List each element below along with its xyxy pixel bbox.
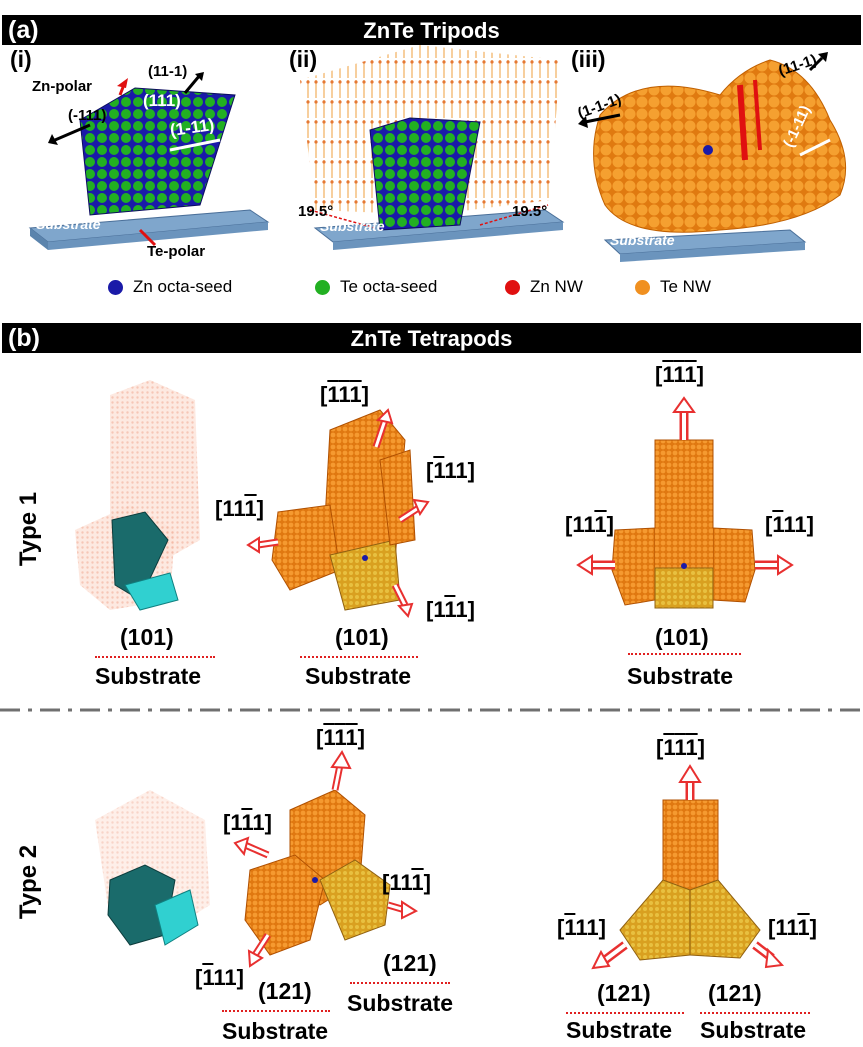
sub-label-ii: (ii) [289,46,318,72]
substrate-label-ii: Substrate [320,218,385,234]
dir-m111-t1f3: [111] [765,512,814,537]
substrate-right-t2f3: Substrate [700,1017,807,1043]
legend-swatch [635,279,650,295]
type2-row-label: Type 2 [15,844,43,920]
legend-label: Zn NW [530,277,583,296]
dir-11m1-t2f3: [111] [768,915,817,940]
substrate-right-t2f2: Substrate [347,990,454,1016]
dir-11m1-t1f2: [111] [215,496,264,521]
panel-a-banner: (a) ZnTe Tripods [2,15,861,45]
type1-tetrapod-transparent [75,380,200,611]
panel-b-title: ZnTe Tetrapods [350,326,513,351]
substrate-line-left-t2f2 [222,1010,330,1012]
substrate-line-t1f2 [300,656,418,658]
substrate-left-t2f3: Substrate [566,1017,673,1043]
substrate-line-right-t2f2 [350,982,450,984]
dir-m111-t2f2: [111] [195,965,244,990]
facet-m111-label: (-111) [68,107,107,124]
legend-swatch [108,279,123,295]
dir-m1m1m1-t2f2: [111] [316,725,365,750]
legend-label: Te NW [660,277,711,296]
substrate-line-t1f1 [95,656,215,658]
substrate-label-iii: Substrate [610,232,675,248]
panel-a-title: ZnTe Tripods [363,18,500,43]
type1-row-label: Type 1 [15,491,43,567]
tripod-nw-body-iii [593,59,847,233]
substrate-t1f3: Substrate [627,663,734,689]
octa-seed-crystal-ii [369,117,481,231]
type2-tetrapod-orange [244,789,391,956]
substrate-line-right-t2f3 [700,1012,810,1014]
panel-a-label: (a) [8,16,39,44]
substrate-label-i: Substrate [36,216,101,232]
legend-zn-nw: Zn NW [505,277,583,297]
substrate-t1f1: Substrate [95,663,202,689]
angle-left-label: 19.5° [298,203,334,220]
legend-te-nw: Te NW [635,277,711,297]
plane-t1f1: (101) [120,624,174,650]
facet-111-label: (111) [143,91,181,110]
te-polar-label: Te-polar [147,243,206,260]
dir-m1m1m1-t1f2: [111] [320,382,369,407]
dir-m111-t1f2: [111] [426,458,475,483]
panel-b-banner: (b) ZnTe Tetrapods [2,323,861,353]
dir-11m1-t2f2: [111] [382,870,431,895]
plane-left-t2f3: (121) [597,980,651,1006]
dir-m1m1m1-t1f3: [111] [655,362,704,387]
substrate-line-t1f3 [628,653,741,655]
octa-seed-crystal-i [79,87,236,216]
legend-label: Te octa-seed [340,277,438,296]
panel-b-label: (b) [8,324,40,352]
legend-swatch [505,279,520,295]
type2-tetrapod-front [619,799,761,961]
dir-11m1-t1f3: [111] [565,512,614,537]
substrate-t1f2: Substrate [305,663,412,689]
plane-right-t2f2: (121) [383,950,437,976]
plane-left-t2f2: (121) [258,978,312,1004]
substrate-left-t2f2: Substrate [222,1018,329,1044]
plane-t1f2: (101) [335,624,389,650]
panel-a-graphics [28,45,847,262]
legend-label: Zn octa-seed [133,277,233,296]
legend-zn-octa-seed: Zn octa-seed [108,277,232,297]
legend-te-octa-seed: Te octa-seed [315,277,437,297]
plane-t1f3: (101) [655,624,709,650]
dir-1m11-t2f2: [111] [223,810,272,835]
sub-label-i: (i) [10,46,32,72]
type1-tetrapod-front [611,439,756,609]
angle-right-label: 19.5° [512,203,548,220]
dir-1m11-t1f2: [111] [426,597,475,622]
dir-m1m1m1-t2f3: [111] [656,735,705,760]
sub-label-iii: (iii) [571,46,606,72]
zn-polar-label: Zn-polar [32,78,92,95]
legend-swatch [315,279,330,295]
dir-m111-t2f3: [111] [557,915,606,940]
facet-11m1-label-i: (11-1) [148,63,188,80]
type1-tetrapod-orange [271,409,416,611]
substrate-line-left-t2f3 [566,1012,684,1014]
type2-tetrapod-transparent [95,790,210,946]
plane-right-t2f3: (121) [708,980,762,1006]
